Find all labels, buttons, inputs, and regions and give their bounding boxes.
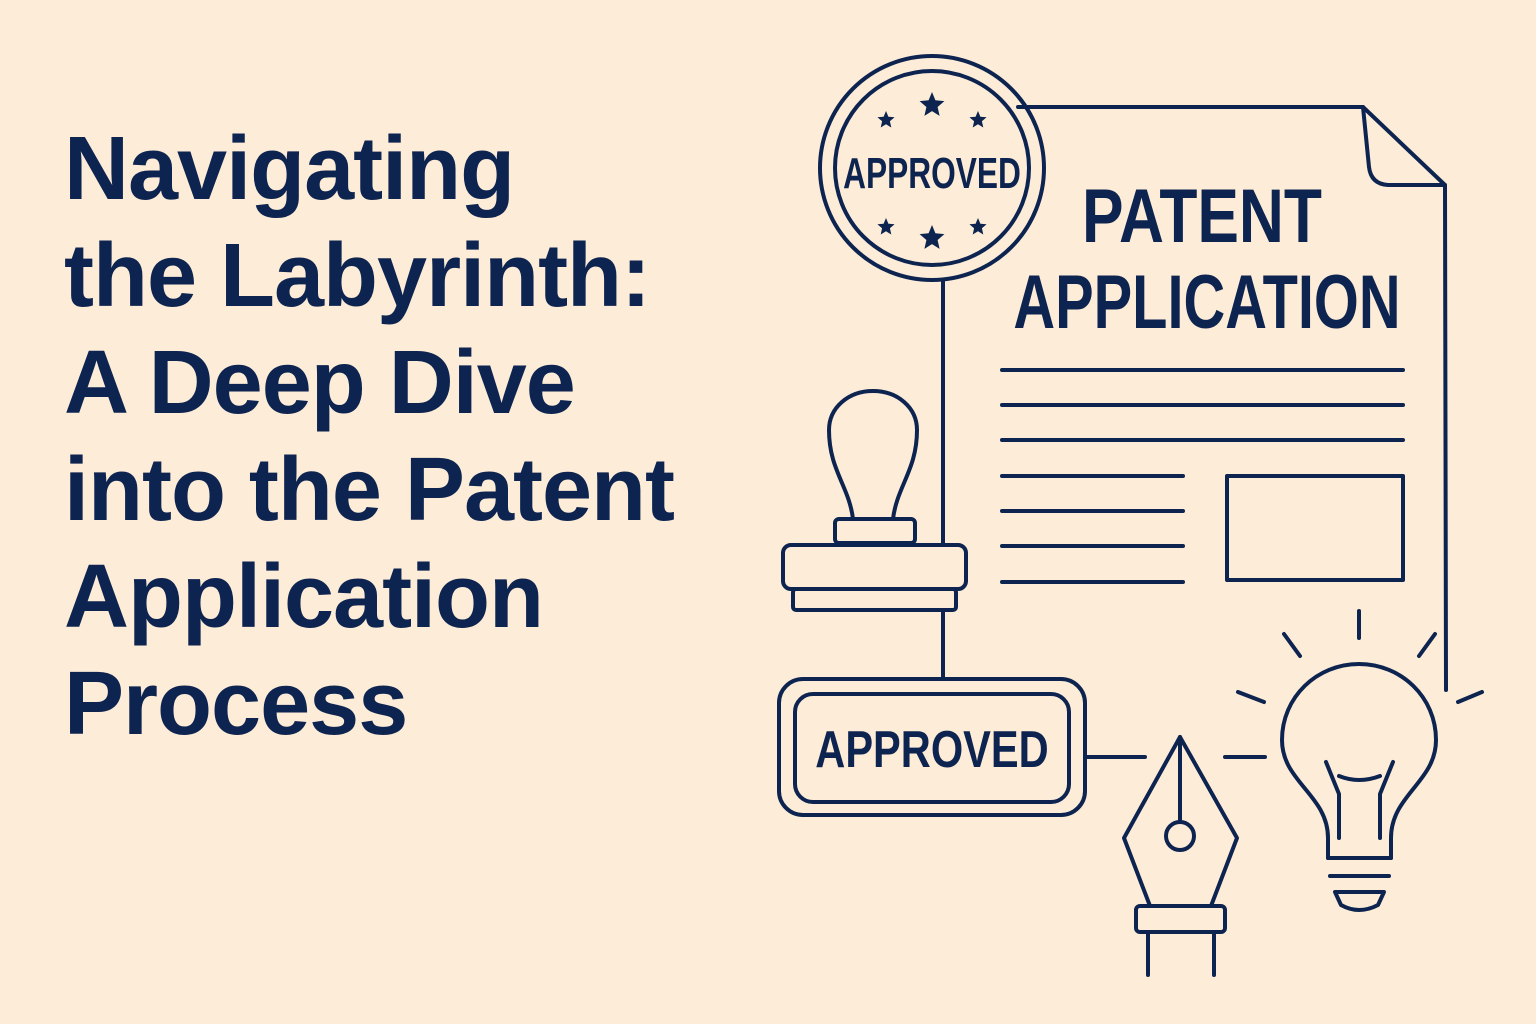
patent-document-icon: PATENT APPLICATION <box>1002 107 1446 690</box>
connector-lines <box>943 280 1265 757</box>
document-heading-line-2: APPLICATION <box>1013 260 1400 344</box>
rubber-stamp-icon <box>783 391 966 610</box>
document-figure-box <box>1227 476 1403 580</box>
document-heading-line-1: PATENT <box>1082 173 1322 258</box>
fountain-pen-icon <box>1124 737 1237 975</box>
stamp-print-label: APPROVED <box>815 720 1048 779</box>
seal-label: APPROVED <box>843 149 1021 198</box>
approved-stamp-print: APPROVED <box>779 679 1085 815</box>
approved-seal-icon: APPROVED <box>820 56 1044 280</box>
